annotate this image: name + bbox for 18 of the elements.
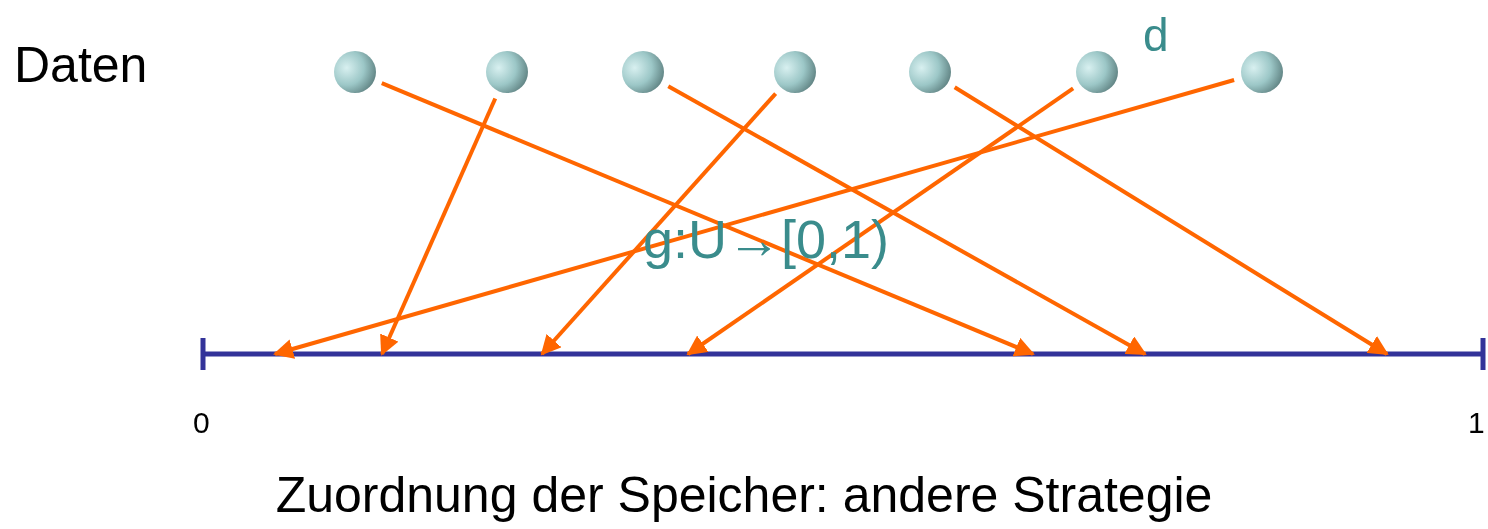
- data-sphere: [334, 51, 376, 93]
- tick-label: 1: [1468, 408, 1485, 438]
- data-sphere: [774, 51, 816, 93]
- variable-label: d: [1143, 12, 1169, 58]
- data-sphere: [1241, 51, 1283, 93]
- data-sphere: [486, 51, 528, 93]
- tick-label: 0: [193, 408, 210, 438]
- arrow: [380, 97, 498, 356]
- arrow: [273, 78, 1235, 359]
- axis-label: Daten: [14, 40, 148, 90]
- data-sphere: [1076, 51, 1118, 93]
- arrow: [686, 86, 1075, 356]
- arrow: [381, 81, 1035, 357]
- data-sphere: [622, 51, 664, 93]
- data-sphere: [909, 51, 951, 93]
- arrow: [667, 84, 1147, 356]
- caption: Zuordnung der Speicher: andere Strategie: [275, 467, 1213, 523]
- arrow: [953, 85, 1389, 356]
